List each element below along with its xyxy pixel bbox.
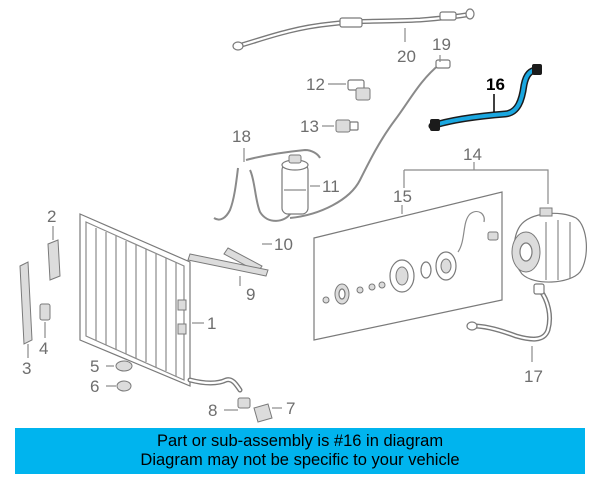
part-18-tube[interactable] <box>213 148 321 222</box>
callout-2: 2 <box>47 207 56 226</box>
callout-6: 6 <box>90 377 99 396</box>
part-13-sensor[interactable] <box>335 119 359 133</box>
banner-line-2: Diagram may not be specific to your vehi… <box>140 451 460 469</box>
part-2-bracket[interactable] <box>47 239 61 281</box>
part-12-switch[interactable] <box>347 79 371 101</box>
ac-system-diagram: 20 19 16 12 13 <box>19 8 587 423</box>
callout-20: 20 <box>397 47 416 66</box>
part-7-bracket[interactable] <box>253 403 273 423</box>
callout-7: 7 <box>286 399 295 418</box>
callout-1: 1 <box>207 314 216 333</box>
part-8-fitting[interactable] <box>237 397 251 409</box>
part-5-grommet[interactable] <box>115 360 133 372</box>
part-3-bracket[interactable] <box>19 261 33 345</box>
info-banner: Part or sub-assembly is #16 in diagram D… <box>15 428 585 474</box>
callout-9: 9 <box>246 285 255 304</box>
part-6-grommet[interactable] <box>116 380 132 392</box>
callout-8: 8 <box>208 401 217 420</box>
part-17-hose[interactable] <box>466 283 553 342</box>
part-9-strip[interactable] <box>187 253 269 277</box>
callout-16: 16 <box>486 75 505 94</box>
callout-3: 3 <box>22 359 31 378</box>
callout-12: 12 <box>306 75 325 94</box>
callout-19: 19 <box>432 35 451 54</box>
callout-14: 14 <box>463 145 482 164</box>
callout-5: 5 <box>90 357 99 376</box>
banner-line-1: Part or sub-assembly is #16 in diagram <box>156 432 444 450</box>
part-20-hose[interactable] <box>232 8 475 51</box>
callout-4: 4 <box>39 339 48 358</box>
part-15-clutch-kit[interactable] <box>313 191 503 341</box>
callout-15: 15 <box>393 187 412 206</box>
part-1-condenser[interactable] <box>79 213 243 393</box>
part-11-drier[interactable] <box>281 154 309 215</box>
callout-10: 10 <box>274 235 293 254</box>
callout-11: 11 <box>322 177 340 196</box>
part-4-clip[interactable] <box>39 303 51 321</box>
callout-17: 17 <box>524 367 543 386</box>
part-16-hose[interactable] <box>428 64 542 131</box>
part-14-compressor[interactable] <box>511 207 587 283</box>
callout-18: 18 <box>232 127 251 146</box>
callout-13: 13 <box>300 117 319 136</box>
